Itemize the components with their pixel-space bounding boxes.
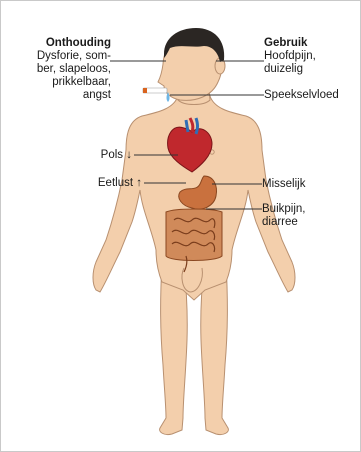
use-line: duizelig [264, 63, 316, 76]
cigarette-icon [143, 88, 167, 93]
withdrawal-line: prikkelbaar, [1, 76, 111, 89]
appetite-label: Eetlust ↑ [98, 177, 142, 190]
abdominal-block: Buikpijn, diarree [262, 203, 305, 229]
withdrawal-block: Onthouding Dysforie, som- ber, slapeloos… [1, 37, 111, 102]
use-block: Gebruik Hoofdpijn, duizelig [264, 37, 316, 76]
withdrawal-line: ber, slapeloos, [1, 63, 111, 76]
withdrawal-line: Dysforie, som- [1, 50, 111, 63]
pulse-label: Pols ↓ [101, 149, 132, 162]
use-title: Gebruik [264, 37, 316, 50]
abdominal-line: diarree [262, 216, 305, 229]
abdominal-line: Buikpijn, [262, 203, 305, 216]
saliva-label: Speekselvloed [264, 89, 339, 102]
nausea-label: Misselijk [262, 178, 305, 191]
withdrawal-line: angst [1, 89, 111, 102]
withdrawal-title: Onthouding [1, 37, 111, 50]
use-line: Hoofdpijn, [264, 50, 316, 63]
